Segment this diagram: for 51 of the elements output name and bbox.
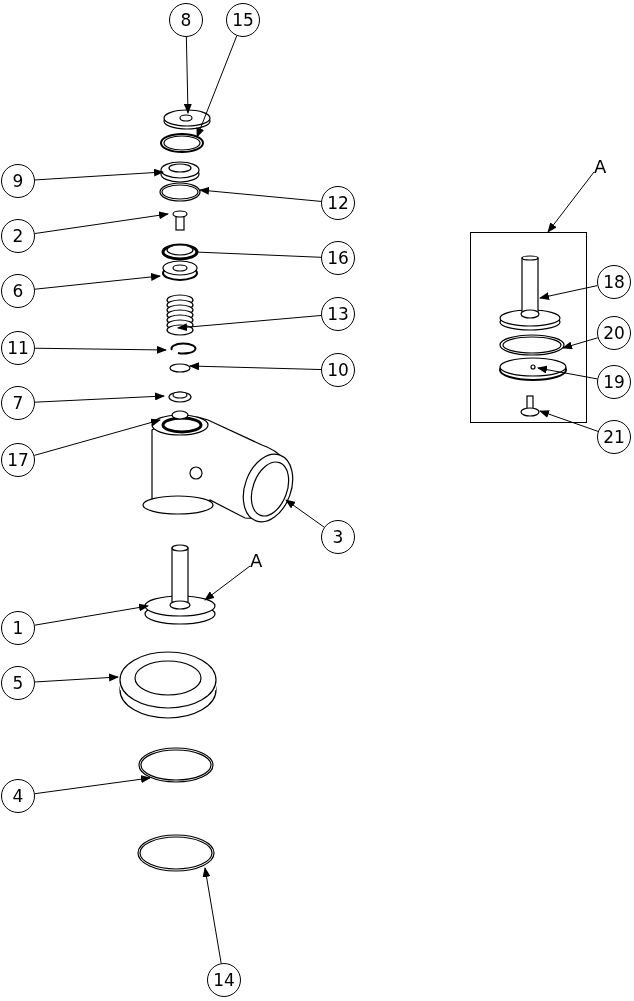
leader-line xyxy=(202,867,222,964)
callout-number: 20 xyxy=(597,316,631,350)
callout-number: 2 xyxy=(1,219,35,253)
callout-number: 16 xyxy=(321,241,355,275)
callout-number: 12 xyxy=(321,186,355,220)
callout-number: 1 xyxy=(1,611,35,645)
callout-number: 21 xyxy=(597,420,631,454)
leader-line xyxy=(204,565,251,601)
leader-line xyxy=(547,171,595,233)
callout-number: 9 xyxy=(1,164,35,198)
leader-line xyxy=(539,410,599,432)
valve-disc-part-drawing xyxy=(499,357,568,382)
leader-line xyxy=(539,285,598,300)
leader-line xyxy=(562,337,599,350)
leader-line xyxy=(537,365,598,380)
callout-number: 19 xyxy=(597,365,631,399)
leader-line xyxy=(34,168,164,181)
callout-number: 18 xyxy=(597,265,631,299)
callout-number: 10 xyxy=(321,353,355,387)
view-label: A xyxy=(250,552,263,570)
leader-line xyxy=(196,35,238,138)
leader-line xyxy=(199,186,322,202)
callout-number: 8 xyxy=(169,3,203,37)
callout-number: 14 xyxy=(207,963,241,997)
callout-number: 7 xyxy=(1,386,35,420)
leader-line xyxy=(34,211,169,235)
callout-number: 6 xyxy=(1,274,35,308)
stem-disc-part-drawing xyxy=(499,256,562,333)
leader-line xyxy=(183,36,192,114)
o-ring-part-drawing xyxy=(499,334,566,357)
callout-number: 15 xyxy=(226,3,260,37)
screw-part-drawing xyxy=(520,394,540,418)
leader-line xyxy=(34,345,167,354)
callout-number: 11 xyxy=(1,331,35,365)
view-label: A xyxy=(594,158,607,176)
callout-number: 5 xyxy=(1,666,35,700)
leader-line xyxy=(33,418,161,456)
leader-line xyxy=(34,272,161,290)
detail-view-frame xyxy=(470,232,587,423)
leader-line xyxy=(285,499,325,528)
leader-line xyxy=(34,775,151,795)
callout-number: 17 xyxy=(1,443,35,477)
leader-line xyxy=(34,673,119,683)
leader-line xyxy=(34,392,165,403)
callout-number: 13 xyxy=(321,297,355,331)
callout-number: 3 xyxy=(321,520,355,554)
leader-line xyxy=(189,362,322,371)
leader-line xyxy=(34,603,149,626)
leader-line xyxy=(194,251,322,258)
callout-number: 4 xyxy=(1,779,35,813)
leader-line xyxy=(177,315,322,332)
